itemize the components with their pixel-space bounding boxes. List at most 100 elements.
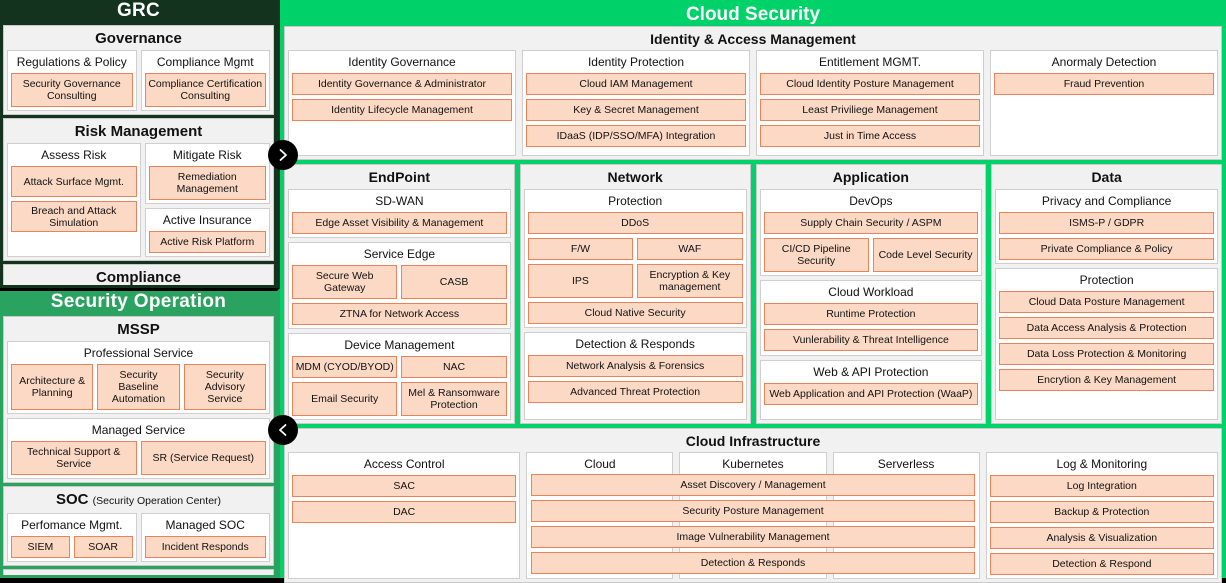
band-infra-title: Cloud Infrastructure: [685, 433, 821, 449]
chip-idaas-integration[interactable]: IDaaS (IDP/SSO/MFA) Integration: [526, 125, 746, 147]
chip-cloud-native-security[interactable]: Cloud Native Security: [527, 302, 743, 324]
chip-just-in-time-access[interactable]: Just in Time Access: [760, 125, 980, 147]
chip-mel-ransomware-protection[interactable]: Mel & Ransomware Protection: [401, 382, 507, 416]
card-title: Managed SOC: [165, 518, 245, 533]
chip-attack-surface-mgmt[interactable]: Attack Surface Mgmt.: [11, 166, 137, 197]
panel-security-operation: Security Operation MSSP Professional Ser…: [0, 288, 280, 578]
chip-ips[interactable]: IPS: [527, 264, 634, 298]
chip-backup-protection[interactable]: Backup & Protection: [989, 501, 1214, 523]
chip-architecture-planning[interactable]: Architecture & Planning: [11, 364, 94, 411]
card-managed-soc: Managed SOC Incident Responds: [140, 513, 270, 563]
chip-ztna-for-network-access[interactable]: ZTNA for Network Access: [292, 303, 507, 325]
chip-cloud-iam-management[interactable]: Cloud IAM Management: [526, 73, 746, 95]
card-device-management: Device Management MDM (CYOD/BYOD) NAC Em…: [288, 333, 511, 420]
card-title: Access Control: [363, 457, 445, 471]
chip-identity-governance-administrator[interactable]: Identity Governance & Administrator: [292, 73, 512, 95]
chip-fw[interactable]: F/W: [527, 238, 634, 260]
chip-service-request[interactable]: SR (Service Request): [140, 441, 266, 476]
chip-list: Security Governance Consulting: [11, 73, 133, 107]
card-title: Detection & Responds: [575, 337, 695, 351]
prev-button[interactable]: [268, 415, 298, 445]
group-governance-title: Governance: [95, 30, 182, 47]
chip-waf[interactable]: WAF: [637, 238, 743, 260]
card-service-edge: Service Edge Secure Web Gateway CASB ZTN…: [288, 242, 511, 329]
chip-encryption-key-management[interactable]: Encryption & Key management: [637, 264, 743, 298]
chip-email-security[interactable]: Email Security: [292, 382, 398, 416]
chip-active-risk-platform[interactable]: Active Risk Platform: [148, 231, 266, 253]
card-devops: DevOps Supply Chain Security / ASPM CI/C…: [759, 189, 983, 276]
chip-log-integration[interactable]: Log Integration: [989, 475, 1214, 497]
chip-siem[interactable]: SIEM: [11, 536, 70, 559]
card-anormaly-detection: Anormaly Detection Fraud Prevention: [990, 50, 1218, 156]
chip-image-vulnerability-management[interactable]: Image Vulnerability Management: [531, 526, 975, 548]
chip-mdm-cyod-byod[interactable]: MDM (CYOD/BYOD): [292, 356, 398, 378]
chip-isms-p-gdpr[interactable]: ISMS-P / GDPR: [999, 212, 1214, 234]
chip-detection-respond[interactable]: Detection & Respond: [989, 553, 1214, 575]
chip-security-posture-management[interactable]: Security Posture Management: [531, 500, 975, 522]
chip-edge-asset-visibility-management[interactable]: Edge Asset Visibility & Management: [292, 212, 507, 234]
chip-cloud-identity-posture-management[interactable]: Cloud Identity Posture Management: [760, 73, 980, 95]
card-title: Managed Service: [91, 423, 186, 438]
chip-breach-and-attack-simulation[interactable]: Breach and Attack Simulation: [11, 201, 137, 232]
chip-cloud-data-posture-management[interactable]: Cloud Data Posture Management: [999, 291, 1214, 313]
chip-detection-responds-infra[interactable]: Detection & Responds: [531, 552, 975, 574]
chip-incident-responds[interactable]: Incident Responds: [144, 536, 266, 559]
chip-technical-support-service[interactable]: Technical Support & Service: [11, 441, 137, 476]
card-title: Cloud Workload: [828, 285, 914, 299]
chip-runtime-protection[interactable]: Runtime Protection: [763, 303, 979, 325]
group-mssp-label: MSSP: [117, 321, 160, 339]
chip-security-baseline-automation[interactable]: Security Baseline Automation: [97, 364, 180, 411]
card-title: Perfomance Mgmt.: [21, 518, 123, 533]
chip-key-secret-management[interactable]: Key & Secret Management: [526, 99, 746, 121]
chip-asset-discovery-management[interactable]: Asset Discovery / Management: [531, 474, 975, 496]
chip-ddos[interactable]: DDoS: [527, 212, 743, 234]
chip-remediation-management[interactable]: Remediation Management: [148, 166, 266, 200]
card-title: Cloud: [584, 457, 616, 471]
chip-casb[interactable]: CASB: [401, 265, 507, 299]
group-compliance: Compliance Define & Assess Control Contr…: [3, 264, 274, 286]
chip-security-governance-consulting[interactable]: Security Governance Consulting: [11, 73, 133, 107]
iam-columns: Identity Governance Identity Governance …: [288, 50, 1218, 156]
card-title: Anormaly Detection: [1051, 55, 1157, 69]
group-risk-management-title: Risk Management: [74, 123, 203, 140]
chip-nac[interactable]: NAC: [401, 356, 507, 378]
card-identity-governance: Identity Governance Identity Governance …: [288, 50, 516, 156]
infra-columns: Access Control SAC DAC Cloud Kube: [288, 452, 1218, 579]
card-title: Device Management: [344, 338, 455, 352]
card-web-api-protection: Web & API Protection Web Application and…: [759, 360, 983, 420]
panel-grc: GRC Governance Regulations & Policy Secu…: [0, 0, 280, 289]
chip-advanced-threat-protection[interactable]: Advanced Threat Protection: [527, 381, 743, 403]
chip-compliance-certification-consulting[interactable]: Compliance Certification Consulting: [144, 73, 266, 107]
chip-fraud-prevention[interactable]: Fraud Prevention: [994, 73, 1214, 95]
chip-soar[interactable]: SOAR: [73, 536, 133, 559]
cloud-security-title: Cloud Security: [685, 4, 821, 25]
chip-list: Remediation Management: [148, 166, 266, 200]
chip-secure-web-gateway[interactable]: Secure Web Gateway: [292, 265, 398, 299]
pillar-data-title: Data: [1091, 169, 1122, 185]
chip-least-privilege-management[interactable]: Least Priviliege Management: [760, 99, 980, 121]
chip-web-application-and-api-protection[interactable]: Web Application and API Protection (WaaP…: [763, 383, 979, 405]
chip-supply-chain-security-aspm[interactable]: Supply Chain Security / ASPM: [763, 212, 979, 234]
chip-private-compliance-policy[interactable]: Private Compliance & Policy: [999, 238, 1214, 260]
group-education-title: Education: [7, 573, 270, 575]
chip-dac[interactable]: DAC: [292, 501, 517, 523]
chip-security-advisory-service[interactable]: Security Advisory Service: [183, 364, 266, 411]
card-title: Serverless: [877, 457, 935, 471]
chip-encrytion-key-management[interactable]: Encrytion & Key Management: [999, 369, 1214, 391]
chip-row: CI/CD Pipeline Security Code Level Secur…: [763, 238, 979, 272]
chip-identity-lifecycle-management[interactable]: Identity Lifecycle Management: [292, 99, 512, 121]
next-button[interactable]: [268, 140, 298, 170]
card-title: DevOps: [849, 194, 893, 208]
card-title: Web & API Protection: [813, 365, 929, 379]
chip-data-loss-protection-monitoring[interactable]: Data Loss Protection & Monitoring: [999, 343, 1214, 365]
chip-list: Fraud Prevention: [994, 73, 1214, 95]
chip-sac[interactable]: SAC: [292, 475, 517, 497]
chip-network-analysis-forensics[interactable]: Network Analysis & Forensics: [527, 355, 743, 377]
chip-code-level-security[interactable]: Code Level Security: [872, 238, 979, 272]
chip-data-access-analysis-protection[interactable]: Data Access Analysis & Protection: [999, 317, 1214, 339]
chip-cicd-pipeline-security[interactable]: CI/CD Pipeline Security: [763, 238, 869, 272]
mssp-stack: Professional Service Architecture & Plan…: [7, 341, 270, 480]
chip-analysis-visualization[interactable]: Analysis & Visualization: [989, 527, 1214, 549]
chip-vulnerability-threat-intelligence[interactable]: Vunlerability & Threat Intelligence: [763, 329, 979, 351]
